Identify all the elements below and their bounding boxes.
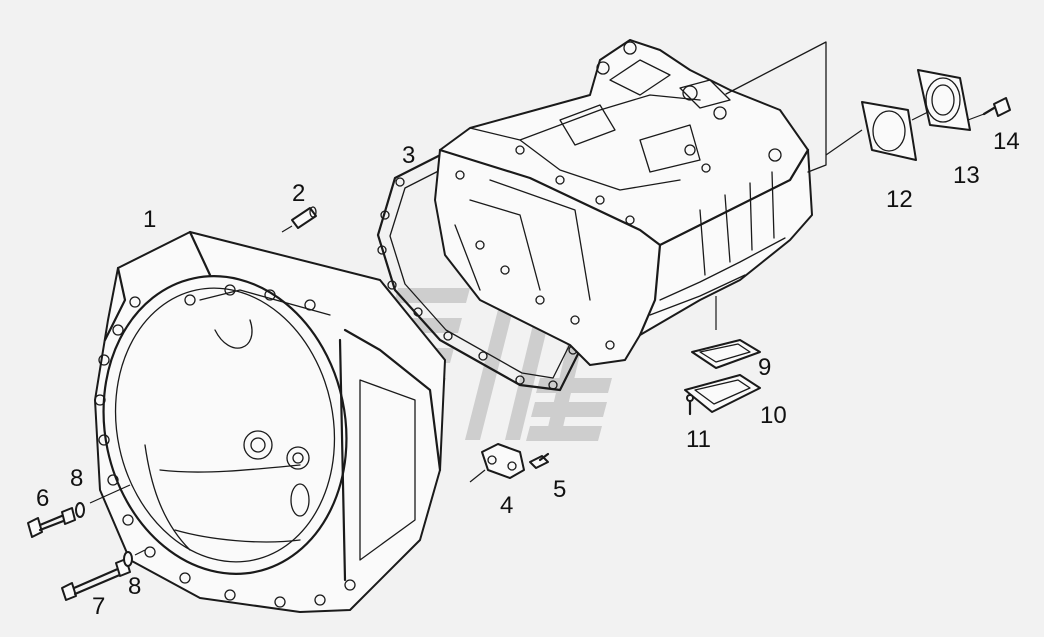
bolt-14 [982, 97, 1011, 117]
callout-13: 13 [953, 162, 980, 189]
callout-8-lower: 8 [128, 573, 142, 600]
leader-lines [89, 225, 293, 556]
callout-2: 2 [292, 180, 306, 207]
callout-3: 3 [402, 142, 416, 169]
bolt-11 [686, 394, 694, 416]
cover-plate [469, 443, 525, 483]
gearbox-housing [434, 39, 827, 366]
callout-9: 9 [758, 354, 772, 381]
callout-6: 6 [36, 485, 50, 512]
callout-11: 11 [686, 426, 711, 453]
bell-housing [94, 230, 446, 613]
bolt-6 [27, 507, 76, 538]
callout-5: 5 [553, 476, 567, 503]
callout-8-upper: 8 [70, 465, 84, 492]
callout-12: 12 [886, 186, 913, 213]
flange-gasket-12 [825, 101, 917, 161]
seal-cover-13 [911, 69, 985, 131]
screw-5 [529, 452, 550, 469]
callout-7: 7 [92, 593, 106, 620]
callout-4: 4 [500, 492, 514, 519]
side-cover-10 [684, 374, 761, 413]
callout-1: 1 [143, 206, 157, 233]
cover-gasket-9 [691, 296, 761, 369]
callout-14: 14 [993, 128, 1020, 155]
washer-8a [75, 502, 85, 518]
washer-8b [123, 551, 133, 567]
dowel-pin [291, 206, 317, 229]
callout-10: 10 [760, 402, 787, 429]
